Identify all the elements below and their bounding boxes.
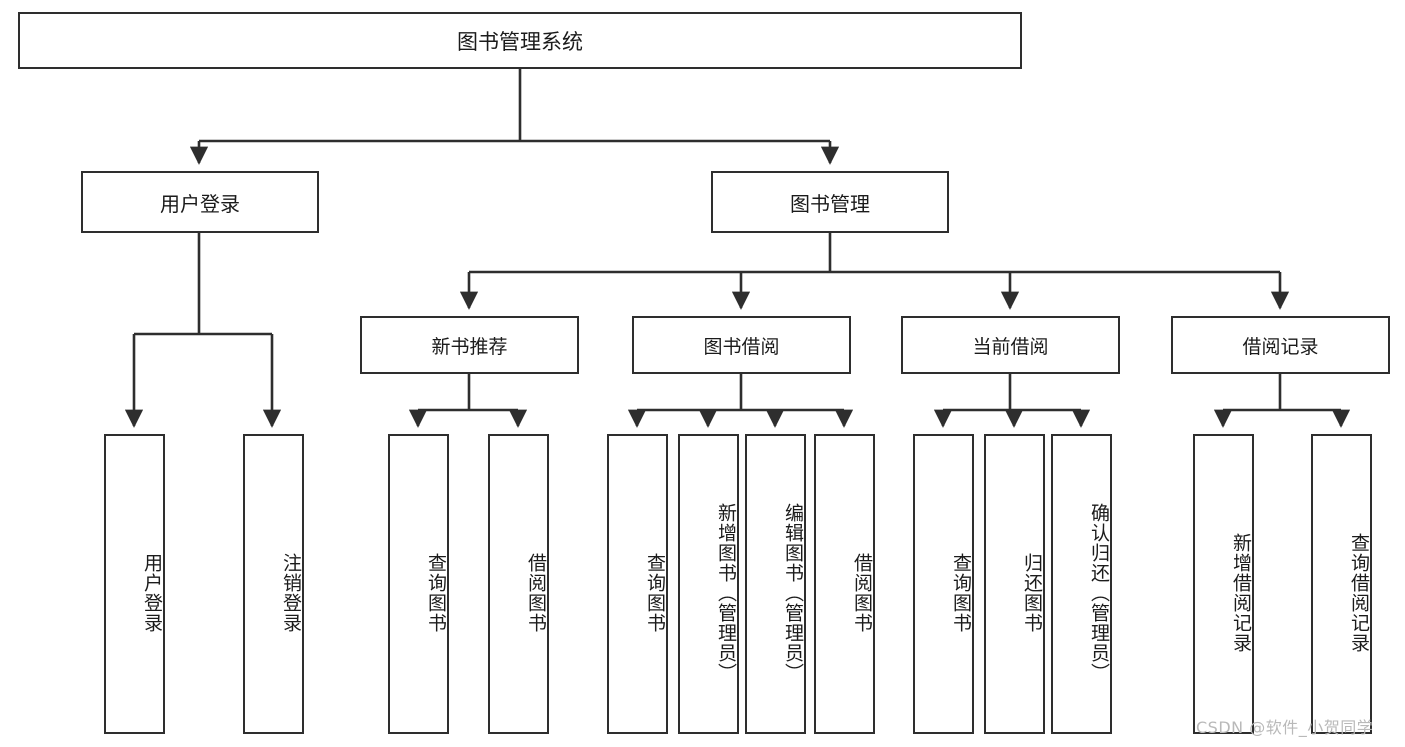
leaf-query-book-current[interactable]: 查询图书 <box>913 434 974 734</box>
node-label: 图书管理系统 <box>457 29 583 54</box>
node-label: 图书管理 <box>790 191 870 216</box>
node-label: 借阅图书 <box>525 553 547 633</box>
node-label: 用户登录 <box>160 191 240 216</box>
node-label: 图书借阅 <box>703 335 780 358</box>
node-label: 借阅记录 <box>1242 335 1319 358</box>
node-label: 借阅图书 <box>851 553 873 633</box>
leaf-confirm-return-admin[interactable]: 确认归还（管理员） <box>1051 434 1112 734</box>
node-book-management[interactable]: 图书管理 <box>711 171 949 233</box>
node-label: 确认归还（管理员） <box>1088 503 1110 683</box>
node-label: 新书推荐 <box>431 335 508 358</box>
node-label: 新增图书（管理员） <box>715 503 737 683</box>
leaf-borrow-book[interactable]: 借阅图书 <box>814 434 875 734</box>
leaf-query-book-borrow[interactable]: 查询图书 <box>607 434 668 734</box>
node-label: 注销登录 <box>280 553 302 633</box>
node-label: 编辑图书（管理员） <box>782 503 804 683</box>
node-label: 查询图书 <box>644 553 666 633</box>
node-label: 查询图书 <box>425 553 447 633</box>
leaf-add-borrow-record[interactable]: 新增借阅记录 <box>1193 434 1254 734</box>
node-current-borrow[interactable]: 当前借阅 <box>901 316 1120 374</box>
node-book-borrow[interactable]: 图书借阅 <box>632 316 851 374</box>
node-root[interactable]: 图书管理系统 <box>18 12 1022 69</box>
node-label: 查询图书 <box>950 553 972 633</box>
leaf-query-book-recommend[interactable]: 查询图书 <box>388 434 449 734</box>
node-label: 当前借阅 <box>972 335 1049 358</box>
node-user-login[interactable]: 用户登录 <box>81 171 319 233</box>
leaf-query-borrow-record[interactable]: 查询借阅记录 <box>1311 434 1372 734</box>
node-label: 查询借阅记录 <box>1348 533 1370 653</box>
leaf-user-login[interactable]: 用户登录 <box>104 434 165 734</box>
node-new-book-recommend[interactable]: 新书推荐 <box>360 316 579 374</box>
leaf-edit-book-admin[interactable]: 编辑图书（管理员） <box>745 434 806 734</box>
leaf-borrow-book-recommend[interactable]: 借阅图书 <box>488 434 549 734</box>
watermark: CSDN @软件_小贺同学 <box>1196 718 1374 737</box>
leaf-add-book-admin[interactable]: 新增图书（管理员） <box>678 434 739 734</box>
node-label: 归还图书 <box>1021 553 1043 633</box>
node-borrow-record[interactable]: 借阅记录 <box>1171 316 1390 374</box>
leaf-return-book[interactable]: 归还图书 <box>984 434 1045 734</box>
node-label: 用户登录 <box>141 553 163 633</box>
node-label: 新增借阅记录 <box>1230 533 1252 653</box>
leaf-logout[interactable]: 注销登录 <box>243 434 304 734</box>
